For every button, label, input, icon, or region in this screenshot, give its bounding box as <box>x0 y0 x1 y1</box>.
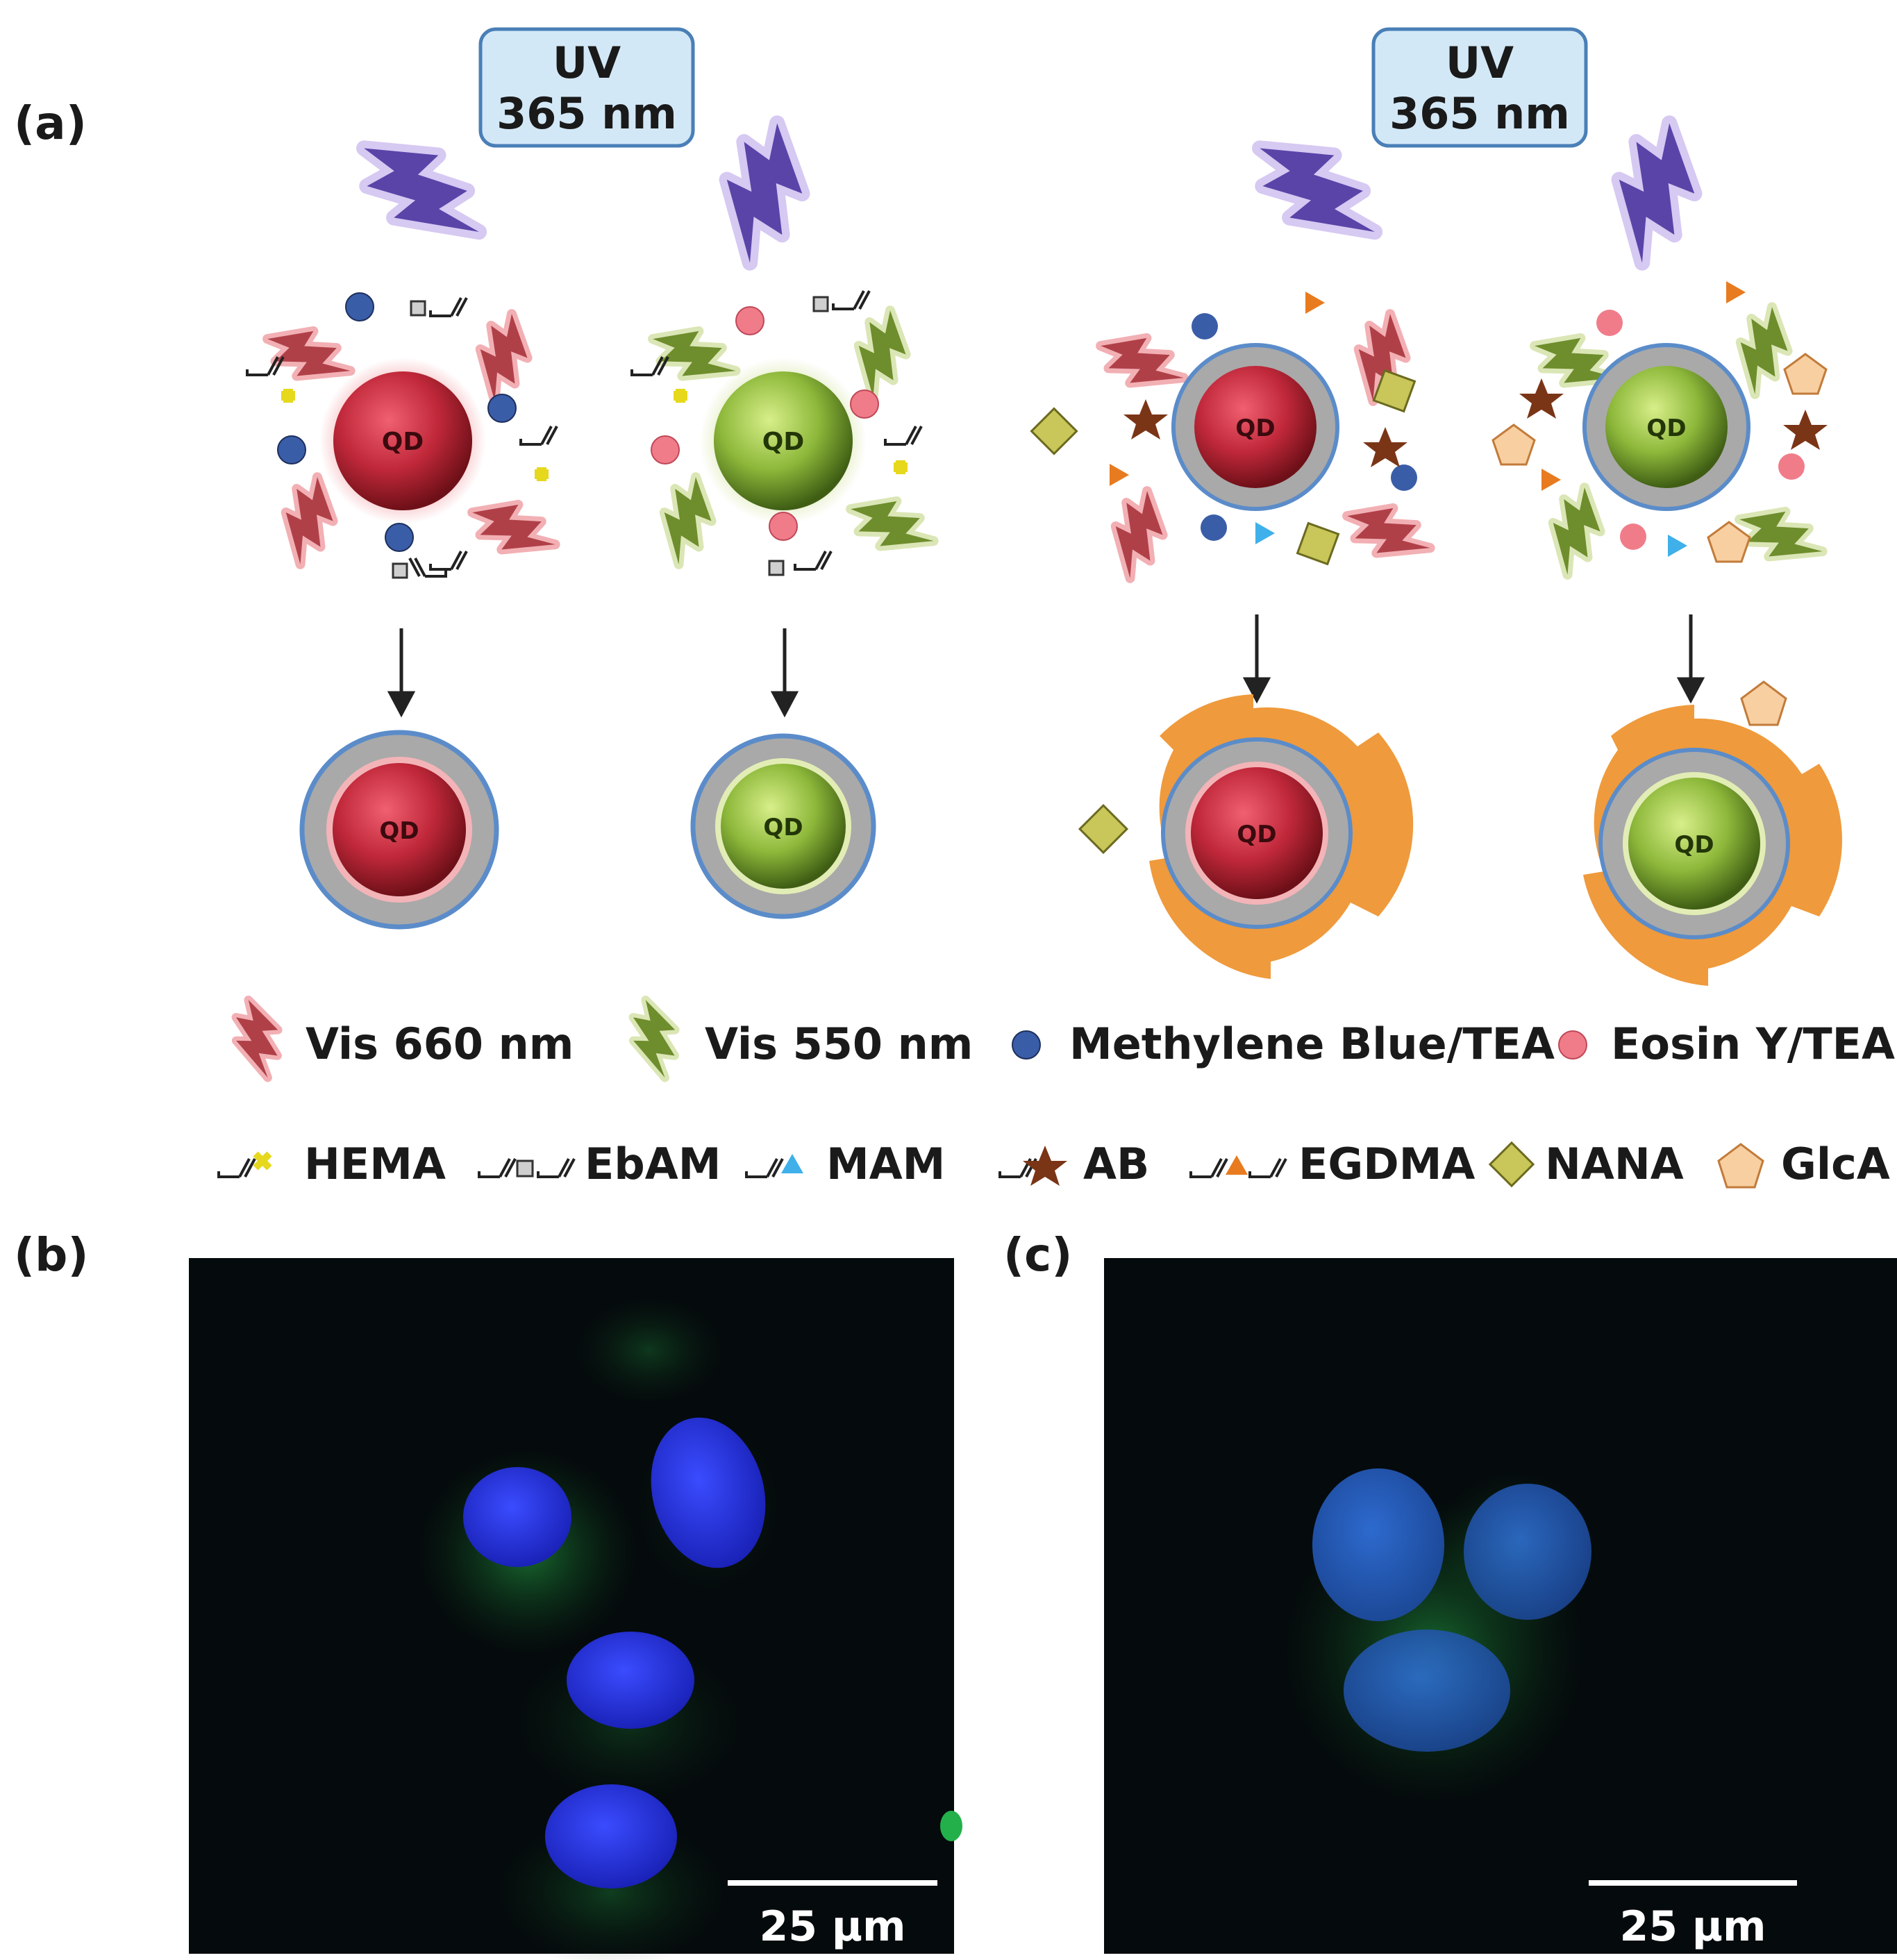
legend-label-glca: GlcA <box>1781 1139 1890 1189</box>
micrograph-b: 25 µm <box>189 1258 962 1960</box>
qd-core-label: QD <box>1235 414 1275 442</box>
cell-nucleus <box>1344 1630 1510 1752</box>
scale-bar <box>728 1880 937 1886</box>
mam-monomer-icon <box>745 1154 803 1178</box>
cell-nucleus <box>1464 1484 1591 1620</box>
pink-dot-icon <box>1558 1030 1587 1059</box>
hema-monomer-icon <box>630 355 923 474</box>
green-qd-reaction-1: QD <box>630 290 937 576</box>
ebam-crosslinker-icon <box>478 1157 576 1178</box>
green-qd-product-1: QD <box>690 733 876 919</box>
red-qd-product-1: QD <box>299 730 499 930</box>
green-qd-mip-product: QD <box>1583 680 1842 986</box>
legend-label-ebam: EbAM <box>585 1139 721 1189</box>
ebam-crosslinker-icon <box>768 290 871 576</box>
qd-core-label: QD <box>1646 414 1686 442</box>
glca-pentagon-icon <box>1717 1143 1764 1189</box>
cell-nucleus <box>1312 1468 1444 1621</box>
green-qd-reaction-2: QD <box>1491 281 1828 585</box>
legend-label-vis660: Vis 660 nm <box>306 1019 574 1069</box>
uv-box-right-line2: 365 nm <box>1389 88 1570 139</box>
scale-bar-label-b: 25 µm <box>759 1902 905 1951</box>
hema-monomer-icon <box>246 355 558 481</box>
red-qd-reaction-2: QD <box>1030 292 1433 581</box>
legend-label-eosin: Eosin Y/TEA <box>1611 1019 1895 1069</box>
reaction-arrow-icon <box>387 614 1705 718</box>
legend-label-methylene-blue: Methylene Blue/TEA <box>1069 1019 1555 1069</box>
panel-label-c: (c) <box>1003 1228 1072 1282</box>
scale-bar-label-c: 25 µm <box>1619 1902 1766 1951</box>
qd-core-label: QD <box>379 817 419 845</box>
ebam-crosslinker-icon <box>392 296 468 579</box>
nana-diamond-icon <box>1488 1141 1535 1188</box>
red-lightning-icon <box>223 998 290 1078</box>
qd-core-label: QD <box>382 428 424 456</box>
cell-nucleus <box>463 1467 571 1567</box>
green-lightning-icon <box>620 998 687 1078</box>
cell-nucleus <box>567 1632 694 1729</box>
legend-label-hema: HEMA <box>304 1139 446 1189</box>
legend-label-nana: NANA <box>1545 1139 1684 1189</box>
cell-nucleus <box>545 1784 677 1888</box>
uv-box-right: UV 365 nm <box>1371 27 1588 148</box>
egdma-crosslinker-icon <box>1189 1155 1287 1178</box>
ab-monomer-icon <box>998 1146 1067 1186</box>
qd-core-label: QD <box>1237 821 1276 848</box>
legend-label-egdma: EGDMA <box>1298 1139 1475 1189</box>
red-qd-mip-product: QD <box>1078 694 1414 979</box>
panel-label-a: (a) <box>14 97 87 150</box>
legend-label-ab: AB <box>1083 1139 1149 1189</box>
legend-row-1: Vis 660 nm Vis 550 nm Methylene Blue/TEA… <box>223 998 1895 1078</box>
uv-box-left-line1: UV <box>553 37 621 88</box>
scale-bar <box>1589 1880 1797 1886</box>
uv-box-left-line2: 365 nm <box>496 88 677 139</box>
uv-box-left: UV 365 nm <box>478 27 695 148</box>
legend-label-vis550: Vis 550 nm <box>705 1019 973 1069</box>
micrograph-c: 25 µm <box>1104 1258 1897 1954</box>
qd-core-label: QD <box>1674 831 1714 859</box>
qd-core-label: QD <box>763 814 803 841</box>
red-qd-reaction-1: QD <box>246 292 558 579</box>
blue-dot-icon <box>1012 1030 1041 1059</box>
legend-label-mam: MAM <box>826 1139 945 1189</box>
cell-nucleus <box>651 1417 766 1568</box>
qd-core-label: QD <box>762 428 805 456</box>
hema-monomer-icon <box>217 1151 272 1178</box>
panel-label-b: (b) <box>14 1228 89 1282</box>
uv-box-right-line1: UV <box>1446 37 1514 88</box>
legend-row-2: HEMA EbAM MAM AB EGDMA NANA GlcA <box>217 1139 1890 1189</box>
